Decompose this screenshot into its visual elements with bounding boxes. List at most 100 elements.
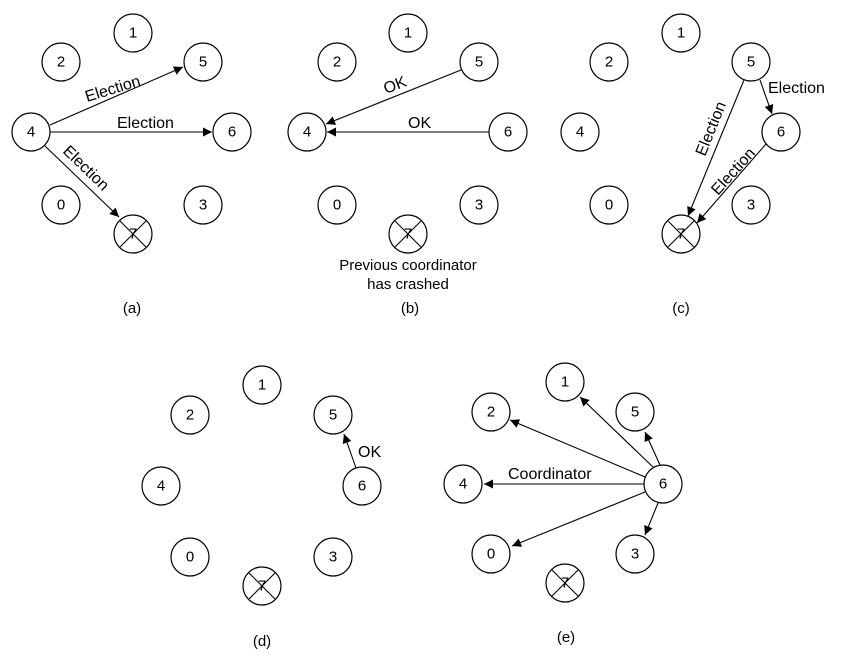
- svg-text:7: 7: [129, 226, 137, 243]
- svg-text:0: 0: [333, 197, 341, 214]
- svg-text:4: 4: [303, 124, 311, 141]
- svg-text:5: 5: [747, 54, 755, 71]
- svg-text:2: 2: [605, 54, 613, 71]
- edge-6-to-2: [509, 419, 646, 478]
- crashed-node-7: 7: [113, 214, 153, 254]
- process-node-2: 2: [317, 42, 357, 82]
- svg-text:5: 5: [199, 54, 207, 71]
- process-node-1: 1: [661, 13, 701, 53]
- process-node-0: 0: [471, 534, 511, 574]
- edge-6-to-5: [644, 431, 661, 466]
- svg-text:7: 7: [258, 578, 266, 595]
- process-node-3: 3: [459, 185, 499, 225]
- panel-caption: (d): [253, 633, 271, 650]
- edge-4-to-7: [44, 145, 120, 218]
- svg-text:4: 4: [27, 124, 35, 141]
- edge-label-election: Election: [117, 115, 174, 132]
- panel-caption: (e): [557, 629, 575, 646]
- process-node-1: 1: [545, 362, 585, 402]
- svg-text:3: 3: [329, 549, 337, 566]
- process-node-3: 3: [313, 537, 353, 577]
- panel-caption: (a): [123, 300, 141, 317]
- edge-5-to-6: [759, 79, 774, 115]
- crashed-node-7: 7: [242, 566, 282, 606]
- process-node-6: 6: [212, 112, 252, 152]
- panel-c: Election Election Election 1 2 5 4 6 0 3…: [560, 13, 825, 317]
- svg-text:2: 2: [333, 54, 341, 71]
- crashed-node-7: 7: [545, 563, 585, 603]
- panel-e: Coordinator 1 2 5 4 6 0 3 7 (e): [443, 362, 683, 646]
- svg-text:7: 7: [677, 226, 685, 243]
- process-node-4: 4: [443, 464, 483, 504]
- panel-a: Election Election Election 1 2 5 4 6 0 3…: [11, 13, 252, 317]
- process-node-5: 5: [615, 392, 655, 432]
- svg-text:7: 7: [404, 226, 412, 243]
- coordinator-node-6: 6: [643, 464, 683, 504]
- process-node-0: 0: [589, 185, 629, 225]
- svg-text:1: 1: [404, 25, 412, 42]
- edge-label-ok: OK: [381, 73, 409, 97]
- edge-6-to-1: [579, 396, 654, 468]
- process-node-4: 4: [287, 112, 327, 152]
- process-node-6: 6: [761, 112, 801, 152]
- svg-text:2: 2: [487, 404, 495, 421]
- svg-text:1: 1: [258, 377, 266, 394]
- svg-text:1: 1: [677, 25, 685, 42]
- process-node-2: 2: [170, 395, 210, 435]
- process-node-0: 0: [170, 537, 210, 577]
- process-node-0: 0: [317, 185, 357, 225]
- svg-text:6: 6: [358, 478, 366, 495]
- svg-text:5: 5: [475, 54, 483, 71]
- svg-text:3: 3: [475, 197, 483, 214]
- edge-label-election: Election: [768, 80, 825, 97]
- process-node-6: 6: [488, 112, 528, 152]
- edge-label-coordinator: Coordinator: [508, 466, 592, 483]
- panel-caption: (b): [401, 300, 419, 317]
- crash-note-line2: has crashed: [367, 276, 449, 293]
- process-node-1: 1: [242, 365, 282, 405]
- process-node-6: 6: [342, 466, 382, 506]
- process-node-2: 2: [589, 42, 629, 82]
- process-node-2: 2: [471, 392, 511, 432]
- svg-text:4: 4: [157, 478, 165, 495]
- edge-4-to-5: [49, 66, 184, 126]
- crashed-node-7: 7: [661, 214, 701, 254]
- svg-text:4: 4: [576, 124, 584, 141]
- edge-label-ok: OK: [408, 115, 431, 132]
- svg-text:0: 0: [57, 197, 65, 214]
- svg-text:2: 2: [57, 54, 65, 71]
- panel-caption: (c): [672, 300, 690, 317]
- svg-text:0: 0: [186, 549, 194, 566]
- process-node-4: 4: [11, 112, 51, 152]
- panel-b: OK OK 1 2 5 4 6 0 3 7 Previous coordinat…: [287, 13, 528, 317]
- edge-6-to-7: [696, 143, 767, 224]
- svg-text:3: 3: [747, 197, 755, 214]
- process-node-5: 5: [459, 42, 499, 82]
- edge-6-to-5: [342, 433, 357, 469]
- edge-6-to-0: [511, 491, 646, 547]
- svg-text:4: 4: [459, 476, 467, 493]
- edge-5-to-7: [687, 79, 745, 217]
- svg-text:5: 5: [631, 404, 639, 421]
- process-node-4: 4: [141, 466, 181, 506]
- svg-text:1: 1: [129, 25, 137, 42]
- svg-text:3: 3: [199, 197, 207, 214]
- process-node-3: 3: [183, 185, 223, 225]
- process-node-5: 5: [731, 42, 771, 82]
- edge-5-to-4: [325, 69, 462, 125]
- process-node-3: 3: [615, 534, 655, 574]
- svg-text:7: 7: [561, 575, 569, 592]
- svg-text:1: 1: [561, 374, 569, 391]
- process-node-5: 5: [183, 42, 223, 82]
- process-node-4: 4: [560, 112, 600, 152]
- svg-text:0: 0: [605, 197, 613, 214]
- edge-label-election: Election: [693, 99, 730, 158]
- process-node-0: 0: [41, 185, 81, 225]
- svg-text:6: 6: [777, 124, 785, 141]
- svg-text:6: 6: [228, 124, 236, 141]
- process-node-1: 1: [113, 13, 153, 53]
- edge-6-to-3: [644, 502, 659, 536]
- crash-note-line1: Previous coordinator: [339, 257, 477, 274]
